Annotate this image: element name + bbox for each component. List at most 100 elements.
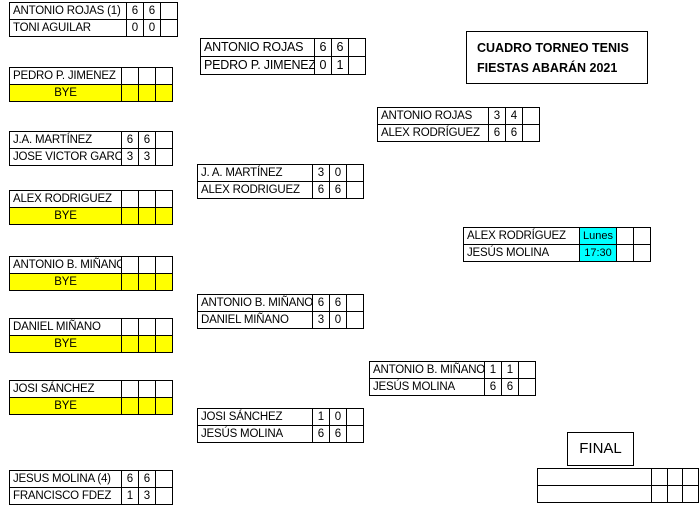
bye-label: BYE bbox=[9, 398, 122, 414]
set-score bbox=[161, 3, 178, 19]
set-score: 6 bbox=[332, 39, 349, 56]
player-name: JOSE VICTOR GARCIA bbox=[9, 149, 122, 165]
player-row: ALEX RODRÍGUEZ Lunes bbox=[463, 228, 651, 245]
player-name: JOSI SÁNCHEZ bbox=[9, 381, 122, 397]
set-score bbox=[523, 125, 540, 141]
player-name: PEDRO P. JIMENEZ bbox=[200, 57, 315, 74]
set-score bbox=[156, 208, 173, 224]
empty-name-cell bbox=[537, 469, 653, 485]
bye-row: BYE bbox=[9, 85, 173, 102]
set-score: 1 bbox=[485, 362, 502, 378]
set-score bbox=[122, 398, 139, 414]
player-name: JESÚS MOLINA bbox=[463, 245, 580, 261]
set-score bbox=[156, 336, 173, 352]
set-score: 0 bbox=[330, 409, 347, 425]
player-row: ALEX RODRIGUEZ bbox=[9, 191, 173, 208]
player-row: JESÚS MOLINA 6 6 bbox=[197, 426, 364, 443]
player-name: ANTONIO B. MIÑANO bbox=[197, 295, 313, 311]
bye-row: BYE bbox=[9, 398, 173, 415]
set-score bbox=[634, 245, 651, 261]
empty-row bbox=[537, 486, 700, 503]
player-name: J.A. MARTÍNEZ bbox=[9, 132, 122, 148]
set-score bbox=[156, 398, 173, 414]
set-score bbox=[122, 381, 139, 397]
player-row: ANTONIO B. MIÑANO 6 6 bbox=[197, 295, 364, 312]
set-score: 6 bbox=[313, 426, 330, 442]
final-label: FINAL bbox=[567, 432, 634, 466]
set-score: 6 bbox=[122, 471, 139, 487]
r1-match-1: ANTONIO ROJAS (1) 6 6 TONI AGUILAR 0 0 bbox=[9, 2, 178, 37]
set-score bbox=[122, 85, 139, 101]
bye-row: BYE bbox=[9, 208, 173, 225]
set-score bbox=[139, 274, 156, 290]
tournament-title-line1: CUADRO TORNEO TENIS bbox=[477, 41, 629, 55]
set-score bbox=[156, 68, 173, 84]
player-name: ALEX RODRÍGUEZ bbox=[377, 125, 489, 141]
set-score: 6 bbox=[502, 379, 519, 395]
set-score bbox=[156, 381, 173, 397]
set-score bbox=[156, 257, 173, 273]
set-score bbox=[122, 68, 139, 84]
set-score: 6 bbox=[315, 39, 332, 56]
empty-name-cell bbox=[537, 486, 653, 502]
player-name: PEDRO P. JIMENEZ bbox=[9, 68, 122, 84]
set-score: 0 bbox=[315, 57, 332, 74]
bye-label: BYE bbox=[9, 208, 122, 224]
set-score: 6 bbox=[139, 132, 156, 148]
set-score bbox=[523, 108, 540, 124]
player-name: JESÚS MOLINA bbox=[369, 379, 485, 395]
set-score bbox=[652, 469, 668, 485]
player-row: TONI AGUILAR 0 0 bbox=[9, 20, 178, 37]
set-score: 0 bbox=[330, 312, 347, 328]
set-score bbox=[156, 85, 173, 101]
bye-row: BYE bbox=[9, 274, 173, 291]
set-score: 6 bbox=[485, 379, 502, 395]
set-score bbox=[156, 488, 173, 504]
set-score bbox=[139, 336, 156, 352]
set-score: 6 bbox=[489, 125, 506, 141]
tournament-title-box: CUADRO TORNEO TENIS FIESTAS ABARÁN 2021 bbox=[466, 31, 648, 84]
set-score: 1 bbox=[313, 409, 330, 425]
set-score bbox=[347, 295, 364, 311]
bye-label: BYE bbox=[9, 85, 122, 101]
set-score bbox=[139, 319, 156, 335]
set-score bbox=[139, 257, 156, 273]
set-score bbox=[617, 245, 634, 261]
player-row: PEDRO P. JIMENEZ bbox=[9, 68, 173, 85]
r1-match-3: J.A. MARTÍNEZ 6 6 JOSE VICTOR GARCIA 3 3 bbox=[9, 131, 173, 166]
player-name: JOSI SÁNCHEZ bbox=[197, 409, 313, 425]
match-day: Lunes bbox=[580, 228, 617, 244]
r1-match-6: DANIEL MIÑANO BYE bbox=[9, 318, 173, 353]
player-row: PEDRO P. JIMENEZ 0 1 bbox=[200, 57, 366, 75]
set-score: 6 bbox=[330, 426, 347, 442]
player-name: FRANCISCO FDEZ bbox=[9, 488, 122, 504]
set-score: 6 bbox=[127, 3, 144, 19]
set-score: 6 bbox=[144, 3, 161, 19]
r1-match-5: ANTONIO B. MIÑANO BYE bbox=[9, 256, 173, 291]
set-score bbox=[347, 165, 364, 181]
player-name: ANTONIO ROJAS bbox=[377, 108, 489, 124]
semi-match-2: ANTONIO B. MIÑANO 1 1 JESÚS MOLINA 6 6 bbox=[369, 361, 536, 396]
player-row: ALEX RODRÍGUEZ 6 6 bbox=[377, 125, 540, 142]
r2-match-1: ANTONIO ROJAS 6 6 PEDRO P. JIMENEZ 0 1 bbox=[200, 38, 366, 75]
set-score: 6 bbox=[139, 471, 156, 487]
set-score bbox=[122, 257, 139, 273]
set-score bbox=[668, 469, 684, 485]
set-score bbox=[156, 274, 173, 290]
set-score bbox=[139, 191, 156, 207]
set-score: 4 bbox=[506, 108, 523, 124]
player-row: ANTONIO B. MIÑANO bbox=[9, 257, 173, 274]
set-score: 3 bbox=[313, 165, 330, 181]
set-score bbox=[668, 486, 684, 502]
player-row: DANIEL MIÑANO 3 0 bbox=[197, 312, 364, 329]
set-score bbox=[519, 379, 536, 395]
player-row: JOSI SÁNCHEZ bbox=[9, 381, 173, 398]
set-score bbox=[156, 191, 173, 207]
player-name: JESUS MOLINA (4) bbox=[9, 471, 122, 487]
final-match: ALEX RODRÍGUEZ Lunes JESÚS MOLINA 17:30 bbox=[463, 227, 651, 262]
set-score bbox=[156, 149, 173, 165]
player-name: ANTONIO B. MIÑANO bbox=[9, 257, 122, 273]
player-name: ALEX RODRÍGUEZ bbox=[463, 228, 580, 244]
set-score bbox=[683, 486, 700, 502]
set-score: 1 bbox=[332, 57, 349, 74]
